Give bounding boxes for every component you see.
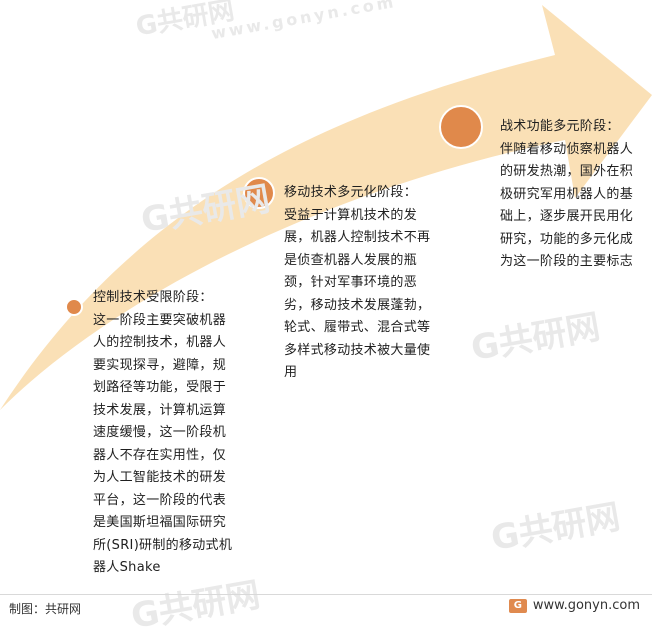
- stage-3-body: 伴随着移动侦察机器人的研发热潮，国外在积极研究军用机器人的基础上，逐步展开民用化…: [500, 141, 634, 270]
- stage-2-title: 移动技术多元化阶段：: [284, 185, 418, 200]
- stage-3-text: 战术功能多元阶段： 伴随着移动侦察机器人的研发热潮，国外在积极研究军用机器人的基…: [500, 116, 635, 274]
- stage-1-dot: [65, 298, 83, 316]
- stage-3-dot: [439, 105, 483, 149]
- stage-1-title: 控制技术受限阶段：: [93, 290, 213, 305]
- stage-1-body: 这一阶段主要突破机器人的控制技术，机器人要实现探寻，避障，规划路径等功能，受限于…: [93, 312, 233, 576]
- arrow-shape: [0, 5, 652, 410]
- site-logo-icon: G: [508, 598, 527, 613]
- chart-credit: 制图：共研网: [9, 602, 82, 616]
- stage-2-body: 受益于计算机技术的发展，机器人控制技术不再是侦查机器人发展的瓶颈，针对军事环境的…: [284, 207, 431, 381]
- site-link[interactable]: G www.gonyn.com: [508, 598, 640, 613]
- footer-divider: [0, 594, 652, 595]
- site-url: www.gonyn.com: [532, 598, 640, 613]
- stage-3-title: 战术功能多元阶段：: [500, 119, 620, 134]
- stage-2-text: 移动技术多元化阶段： 受益于计算机技术的发展，机器人控制技术不再是侦查机器人发展…: [284, 182, 434, 385]
- timeline-arrow: [0, 5, 652, 410]
- stage-2-dot: [243, 177, 275, 209]
- stage-1-text: 控制技术受限阶段： 这一阶段主要突破机器人的控制技术，机器人要实现探寻，避障，规…: [93, 287, 238, 580]
